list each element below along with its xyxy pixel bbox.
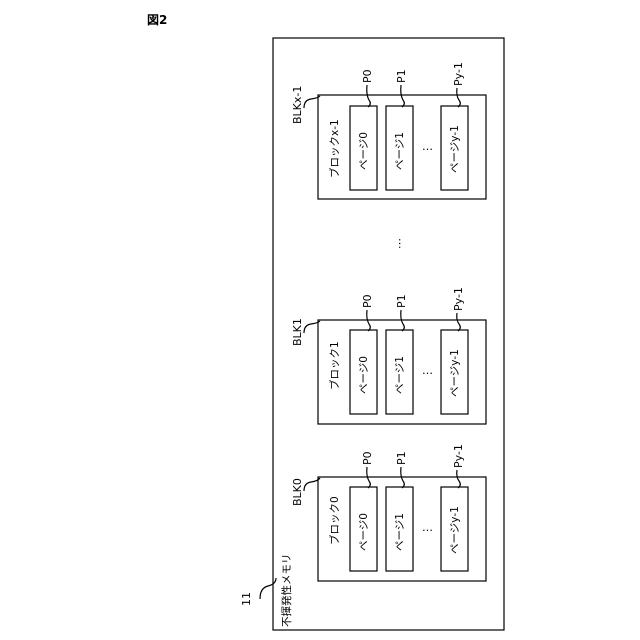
page-label: ページ0	[358, 356, 370, 394]
pages-ellipsis: …	[422, 521, 433, 534]
page-ref-label: P0	[361, 69, 374, 83]
block-label: ブロック0	[328, 496, 341, 545]
page-label: ページy-1	[449, 506, 461, 554]
block-id-label: BLK1	[291, 318, 304, 346]
pages-ellipsis: …	[422, 140, 433, 153]
block-id-label: BLKx-1	[291, 86, 304, 124]
page-ref-label: P0	[361, 294, 374, 308]
block-label: ブロックx-1	[328, 119, 341, 178]
page-ref-label: P1	[395, 294, 408, 308]
pages-ellipsis: …	[422, 364, 433, 377]
blocks-ellipsis: …	[396, 238, 409, 249]
memory-ref-label: 11	[240, 592, 253, 606]
page-label: ページ1	[394, 356, 406, 394]
page-label: ページ1	[394, 513, 406, 551]
page-label: ページ0	[358, 513, 370, 551]
page-ref-label: Py-1	[452, 444, 465, 468]
page-label: ページ0	[358, 132, 370, 170]
figure-title: 図2	[147, 13, 167, 27]
block-id-label: BLK0	[291, 478, 304, 506]
page-label: ページy-1	[449, 125, 461, 173]
memory-label: 不揮発性メモリ	[280, 554, 293, 628]
page-label: ページy-1	[449, 349, 461, 397]
block-label: ブロック1	[328, 341, 341, 390]
page-ref-label: P1	[395, 451, 408, 465]
page-ref-label: P1	[395, 69, 408, 83]
page-label: ページ1	[394, 132, 406, 170]
page-ref-label: P0	[361, 451, 374, 465]
page-ref-label: Py-1	[452, 62, 465, 86]
page-ref-label: Py-1	[452, 287, 465, 311]
